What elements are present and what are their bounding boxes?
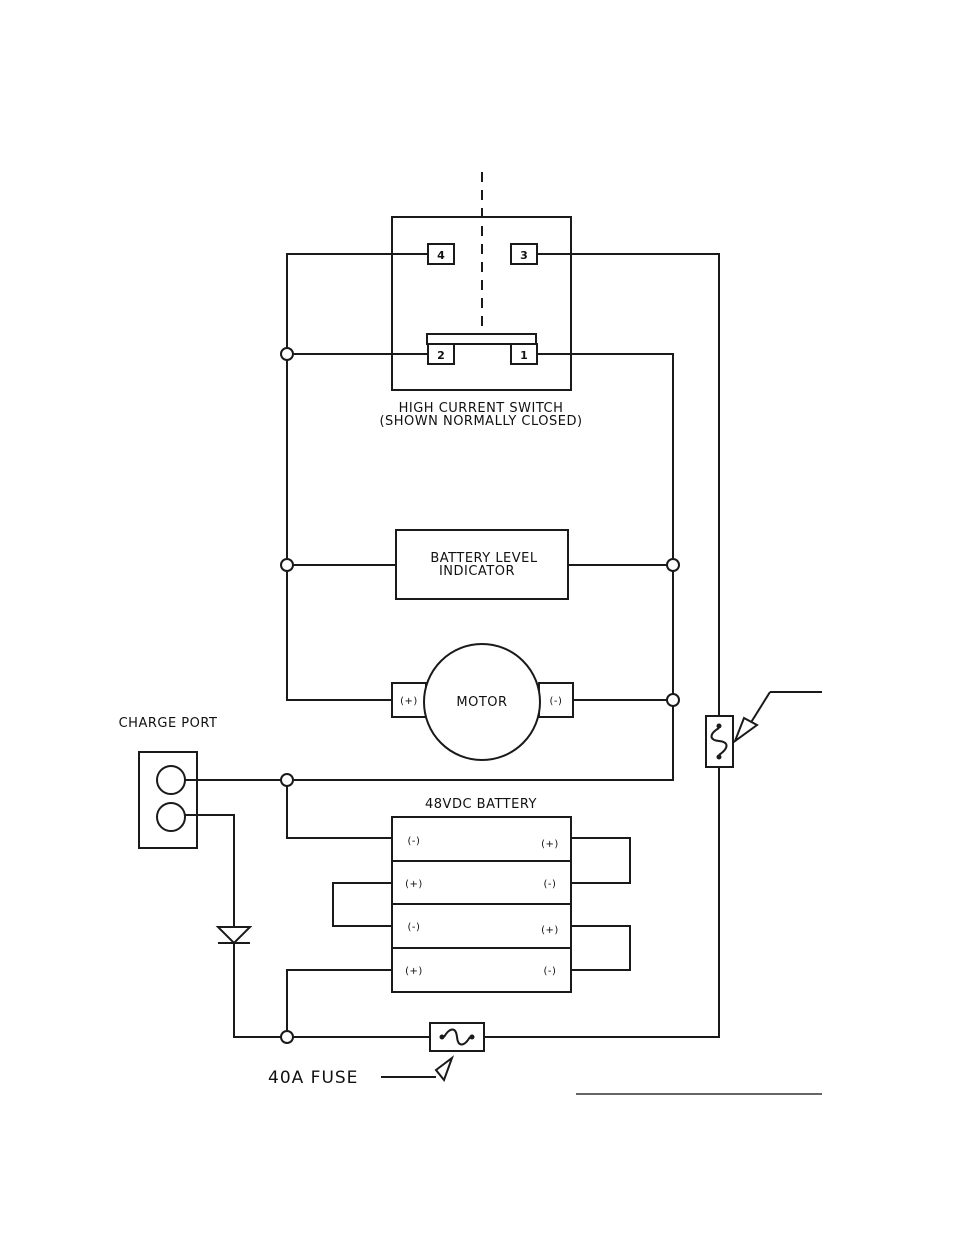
svg-text:1: 1 (520, 349, 528, 362)
svg-text:(+): (+) (541, 839, 559, 850)
right-fuse-leader-arrow (735, 718, 757, 741)
junction-node (281, 559, 293, 571)
battery-jumper-1 (571, 838, 630, 883)
svg-text:(+): (+) (405, 879, 423, 890)
svg-text:(+): (+) (400, 696, 418, 707)
fuse-leader-arrow (436, 1058, 452, 1080)
switch-terminal-1: 1 (511, 344, 537, 364)
svg-text:4: 4 (437, 249, 445, 262)
svg-text:(-): (-) (408, 922, 421, 933)
svg-text:(-): (-) (550, 696, 563, 707)
wire-charge-to-battery-neg (287, 780, 392, 838)
battery-jumper-2 (333, 883, 392, 926)
battery-label: 48VDC BATTERY (425, 797, 537, 812)
fuse-label: 40A FUSE (268, 1068, 358, 1088)
diode-icon (218, 927, 250, 943)
junction-node (281, 1031, 293, 1043)
junction-node (281, 774, 293, 786)
battery-jumper-3 (571, 926, 630, 970)
svg-text:3: 3 (520, 249, 528, 262)
charge-port-label: CHARGE PORT (119, 716, 218, 731)
switch-terminal-4: 4 (428, 244, 454, 264)
junction-node (667, 694, 679, 706)
motor-label: MOTOR (456, 695, 507, 710)
svg-text:2: 2 (437, 349, 445, 362)
fuse-right-icon (706, 716, 733, 767)
svg-text:(-): (-) (408, 836, 421, 847)
charge-port-socket-lower (157, 803, 185, 831)
switch-contact-bar (427, 334, 536, 344)
junction-node (667, 559, 679, 571)
switch-terminal-3: 3 (511, 244, 537, 264)
svg-text:(-): (-) (544, 879, 557, 890)
switch-terminal-2: 2 (428, 344, 454, 364)
switch-subtitle: (SHOWN NORMALLY CLOSED) (379, 414, 582, 429)
svg-text:(+): (+) (405, 966, 423, 977)
svg-text:(-): (-) (544, 966, 557, 977)
svg-text:(+): (+) (541, 925, 559, 936)
junction-node (281, 348, 293, 360)
fuse-40a-icon (430, 1023, 484, 1051)
wire-battery-pos-out (287, 970, 392, 1037)
indicator-label-line2: INDICATOR (439, 564, 515, 579)
charge-port-socket-upper (157, 766, 185, 794)
